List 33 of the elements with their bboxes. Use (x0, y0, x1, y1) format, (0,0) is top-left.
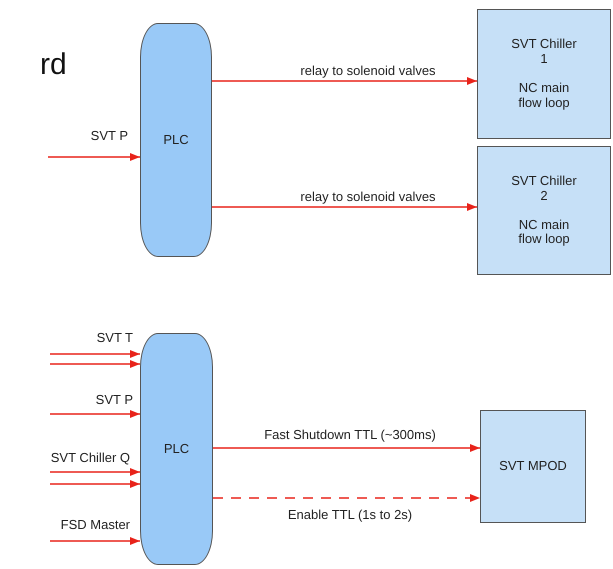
node-label: SVT Chiller 2 (510, 174, 578, 204)
edge-label: SVT P (90, 128, 128, 143)
arrow (213, 444, 480, 452)
controller-block (140, 23, 212, 257)
edge-label: relay to solenoid valves (300, 189, 436, 204)
device-box (477, 9, 611, 139)
arrow (50, 410, 140, 418)
edge-label: SVT P (96, 392, 133, 407)
arrow (50, 360, 140, 368)
edge-label: relay to solenoid valves (300, 63, 436, 78)
arrow (213, 494, 480, 502)
node-label: SVT Chiller 1 (510, 37, 578, 67)
edge-label: FSD Master (60, 517, 130, 532)
arrow (50, 468, 140, 476)
edge-label: Fast Shutdown TTL (~300ms) (264, 427, 436, 442)
node-label: NC main flow loop (517, 218, 571, 248)
device-box (477, 146, 611, 275)
node-label: SVT MPOD (499, 459, 567, 474)
partial-heading-text: rd (40, 48, 67, 82)
arrow (48, 153, 140, 161)
node-label: NC main flow loop (517, 81, 571, 111)
arrow (50, 350, 140, 358)
controller-block (140, 333, 213, 565)
edge-label: SVT Chiller Q (50, 450, 130, 465)
node-label: PLC (164, 442, 190, 456)
arrow (50, 480, 140, 488)
device-box (480, 410, 586, 523)
arrow (50, 537, 140, 545)
arrow (212, 203, 477, 211)
arrow (212, 77, 477, 85)
edge-label: SVT T (96, 330, 133, 345)
node-label: PLC (163, 132, 189, 148)
edge-label: Enable TTL (1s to 2s) (288, 507, 412, 522)
